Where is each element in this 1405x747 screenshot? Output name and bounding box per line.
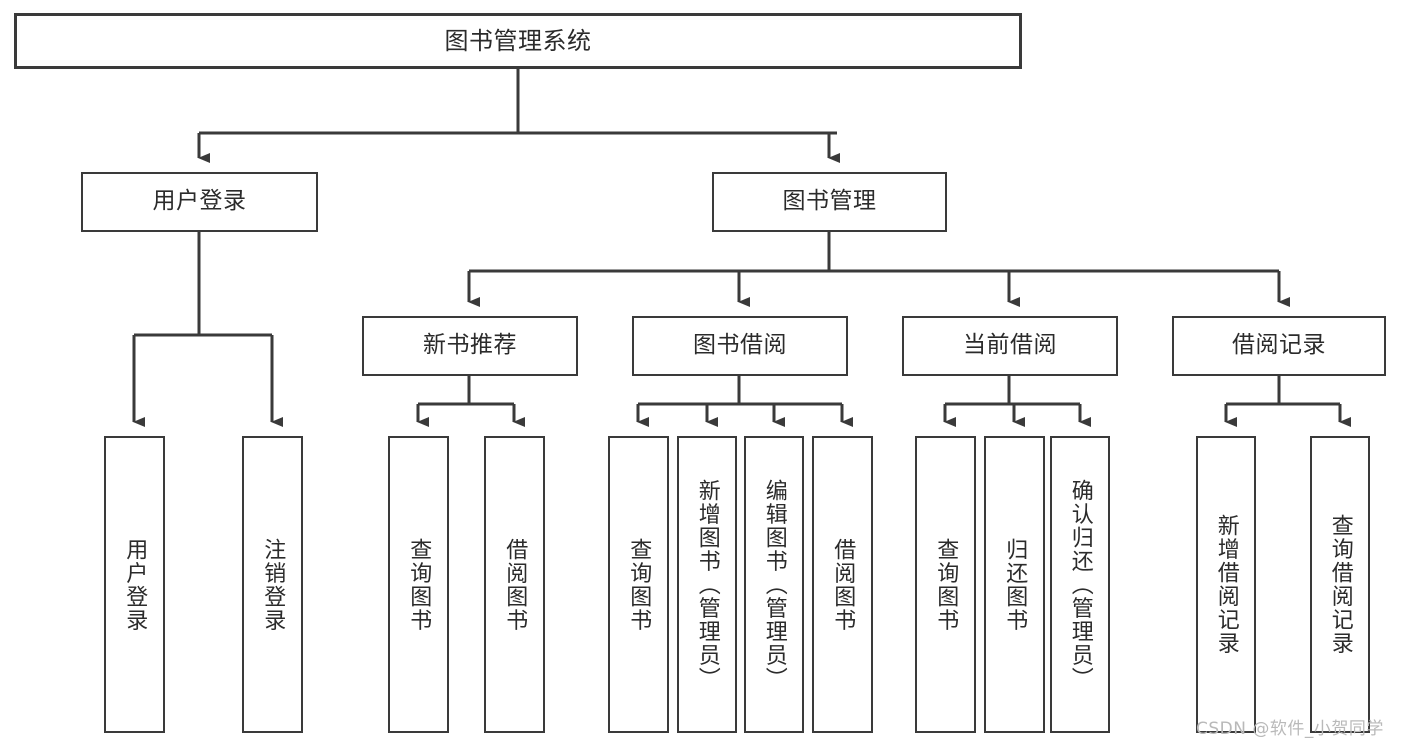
- node-book-borrow[interactable]: 图书借阅: [632, 316, 848, 376]
- node-label: 归还图书: [1002, 537, 1028, 632]
- leaf-user-login[interactable]: 用户登录: [104, 436, 165, 733]
- node-label: 新增借阅记录: [1213, 514, 1239, 655]
- node-label: 图书管理系统: [444, 26, 592, 55]
- node-label: 借阅记录: [1232, 332, 1326, 359]
- node-label: 图书管理: [782, 188, 877, 215]
- node-label: 借阅图书: [502, 537, 528, 632]
- leaf-query-book-current[interactable]: 查询图书: [915, 436, 976, 733]
- node-book-management[interactable]: 图书管理: [712, 172, 947, 232]
- node-current-borrow[interactable]: 当前借阅: [902, 316, 1118, 376]
- node-label: 用户登录: [122, 537, 148, 632]
- node-label: 借阅图书: [830, 537, 856, 632]
- leaf-borrow-book-recommendation[interactable]: 借阅图书: [484, 436, 545, 733]
- node-label: 当前借阅: [963, 332, 1057, 359]
- leaf-return-book[interactable]: 归还图书: [984, 436, 1045, 733]
- node-user-login[interactable]: 用户登录: [81, 172, 318, 232]
- node-label: 查询图书: [626, 537, 652, 632]
- leaf-query-book-recommendation[interactable]: 查询图书: [388, 436, 449, 733]
- node-label: 注销登录: [260, 537, 286, 632]
- leaf-query-borrow-record[interactable]: 查询借阅记录: [1310, 436, 1370, 733]
- node-label: 编辑图书（管理员）: [761, 478, 787, 691]
- node-label: 新书推荐: [423, 332, 517, 359]
- node-label: 图书借阅: [693, 332, 787, 359]
- leaf-query-book-borrow[interactable]: 查询图书: [608, 436, 669, 733]
- node-new-book-recommendation[interactable]: 新书推荐: [362, 316, 578, 376]
- leaf-add-book-admin[interactable]: 新增图书（管理员）: [677, 436, 737, 733]
- leaf-edit-book-admin[interactable]: 编辑图书（管理员）: [744, 436, 804, 733]
- node-label: 新增图书（管理员）: [694, 478, 720, 691]
- node-root-system[interactable]: 图书管理系统: [14, 13, 1022, 69]
- leaf-add-borrow-record[interactable]: 新增借阅记录: [1196, 436, 1256, 733]
- node-label: 查询借阅记录: [1327, 514, 1353, 655]
- node-label: 用户登录: [152, 188, 247, 215]
- node-borrow-record[interactable]: 借阅记录: [1172, 316, 1386, 376]
- leaf-confirm-return-admin[interactable]: 确认归还（管理员）: [1050, 436, 1110, 733]
- node-label: 查询图书: [406, 537, 432, 632]
- leaf-borrow-book[interactable]: 借阅图书: [812, 436, 873, 733]
- node-label: 查询图书: [933, 537, 959, 632]
- csdn-watermark: CSDN @软件_小贺同学: [1196, 719, 1384, 739]
- leaf-logout[interactable]: 注销登录: [242, 436, 303, 733]
- node-label: 确认归还（管理员）: [1067, 478, 1093, 691]
